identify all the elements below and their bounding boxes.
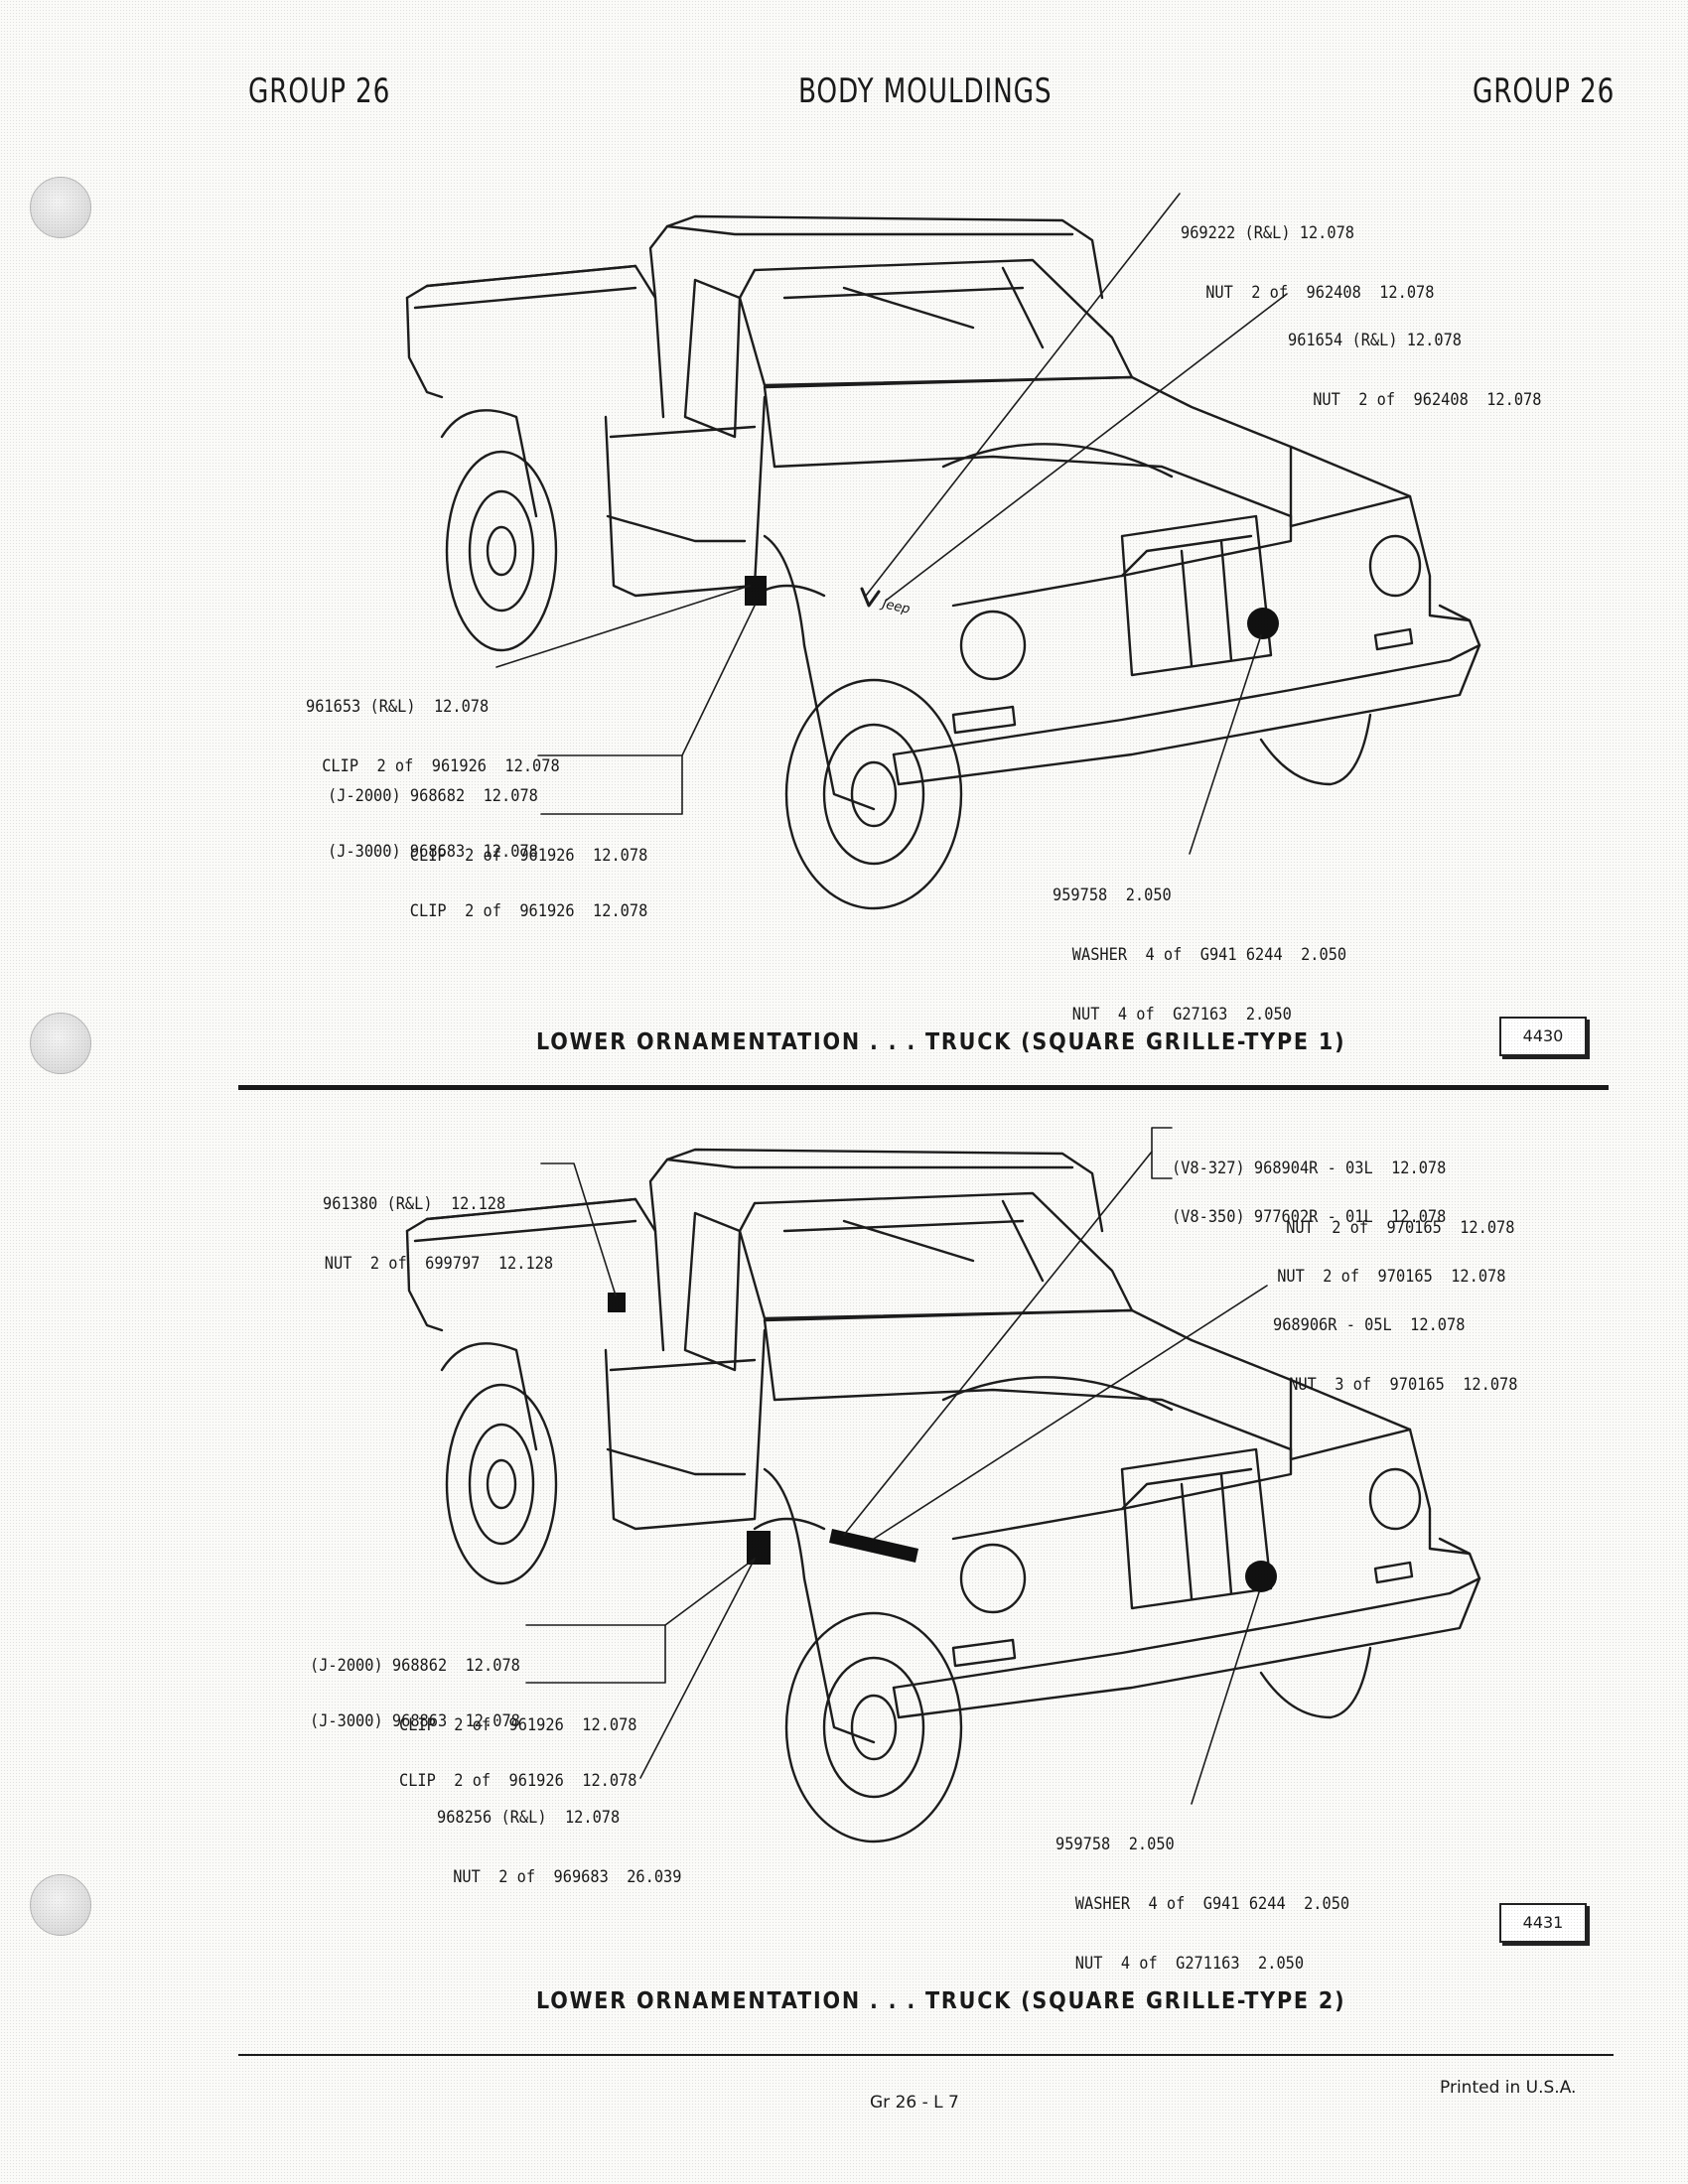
callout-961654: 961654 (R&L) 12.078 NUT 2 of 962408 12.0… xyxy=(1288,291,1541,430)
callout-977602R: (V8-350) 977602R - 01L 12.078 NUT 2 of 9… xyxy=(1172,1167,1505,1306)
callout-968862: (J-2000) 968862 12.078 CLIP 2 of 961926 … xyxy=(310,1616,636,1755)
callout-hardware: NUT 3 of 970165 12.078 xyxy=(1289,1375,1518,1395)
cowl-ornament xyxy=(747,1531,771,1565)
callout-hardware: NUT 2 of 962408 12.078 xyxy=(1205,283,1435,303)
callout-968682: (J-2000) 968682 12.078 CLIP 2 of 961926 … xyxy=(328,747,647,886)
callout-hardware: NUT 2 of 970165 12.078 xyxy=(1286,1218,1515,1238)
figure-ref-4430: 4430 xyxy=(1499,1017,1587,1056)
callout-961380: 961380 (R&L) 12.128 NUT 2 of 699797 12.1… xyxy=(323,1155,553,1294)
callout-part: (V8-350) 977602R - 01L 12.078 xyxy=(1172,1207,1447,1227)
binder-hole-top xyxy=(30,177,91,238)
callout-hardware: WASHER 4 of G941 6244 2.050 xyxy=(1071,945,1347,965)
cab-pillar-ornament xyxy=(608,1293,626,1312)
leader-lines-1 xyxy=(495,193,1288,855)
callout-hardware: NUT 2 of 970165 12.078 xyxy=(1277,1267,1506,1287)
printed-notice: Printed in U.S.A. xyxy=(1440,2078,1577,2098)
callout-hardware: CLIP 2 of 961926 12.078 xyxy=(399,1715,637,1735)
callout-961653: 961653 (R&L) 12.078 CLIP 2 of 961926 12.… xyxy=(306,657,560,796)
callout-part: 961654 (R&L) 12.078 xyxy=(1288,331,1463,350)
callout-part: (J-2000) 968682 12.078 xyxy=(328,786,538,806)
binder-hole-middle xyxy=(30,1013,91,1074)
callout-part: 968256 (R&L) 12.078 xyxy=(437,1808,621,1828)
figure-caption-type-2: LOWER ORNAMENTATION . . . TRUCK (SQUARE … xyxy=(536,1988,1346,2014)
callout-968904R: (V8-327) 968904R - 03L 12.078 NUT 2 of 9… xyxy=(1172,1119,1514,1258)
callout-hardware: CLIP 2 of 961926 12.078 xyxy=(322,756,560,776)
callout-hardware: NUT 2 of 962408 12.078 xyxy=(1313,390,1542,410)
section-divider xyxy=(238,1085,1609,1090)
callout-969222: 969222 (R&L) 12.078 NUT 2 of 962408 12.0… xyxy=(1181,184,1434,323)
leader-lines-2 xyxy=(525,1127,1268,1805)
callout-hardware: CLIP 2 of 961926 12.078 xyxy=(409,901,648,921)
callout-hardware: CLIP 2 of 961926 12.078 xyxy=(409,846,648,866)
callout-hardware: NUT 2 of 969683 26.039 xyxy=(453,1867,682,1887)
cowl-ornament xyxy=(745,576,767,606)
callout-968683: (J-3000) 968683 12.078 CLIP 2 of 961926 … xyxy=(328,802,647,941)
group-label-left: GROUP 26 xyxy=(248,71,391,111)
figure-caption-type-1: LOWER ORNAMENTATION . . . TRUCK (SQUARE … xyxy=(536,1029,1346,1055)
callout-hardware: NUT 4 of G27163 2.050 xyxy=(1071,1005,1292,1024)
figure-ref-4431: 4431 xyxy=(1499,1903,1587,1943)
callout-968863: (J-3000) 968863 12.078 CLIP 2 of 961926 … xyxy=(310,1672,636,1811)
grille-emblem xyxy=(1247,608,1279,639)
jeep-nameplate-text: Jeep xyxy=(878,597,912,617)
jeep-nameplate xyxy=(860,587,881,608)
group-label-right: GROUP 26 xyxy=(1473,71,1616,111)
callout-hardware: NUT 4 of G271163 2.050 xyxy=(1074,1954,1305,1974)
callout-hardware: WASHER 4 of G941 6244 2.050 xyxy=(1074,1894,1350,1914)
footer-divider xyxy=(238,2054,1614,2056)
callout-part: 968906R - 05L 12.078 xyxy=(1273,1315,1466,1335)
binder-hole-bottom xyxy=(30,1874,91,1936)
hood-side-nameplate xyxy=(829,1529,918,1563)
callout-part: (V8-327) 968904R - 03L 12.078 xyxy=(1172,1159,1447,1178)
grille-emblem xyxy=(1245,1561,1277,1592)
callout-part: 959758 2.050 xyxy=(1053,886,1172,905)
callout-part: 961380 (R&L) 12.128 xyxy=(323,1194,506,1214)
callout-part: (J-3000) 968863 12.078 xyxy=(310,1711,520,1731)
callout-part: 969222 (R&L) 12.078 xyxy=(1181,223,1355,243)
callout-part: (J-2000) 968862 12.078 xyxy=(310,1656,520,1676)
truck-illustration-type-1: Jeep xyxy=(405,193,1481,910)
callout-part: 959758 2.050 xyxy=(1055,1835,1175,1854)
callout-part: 961653 (R&L) 12.078 xyxy=(306,697,490,717)
callout-968256: 968256 (R&L) 12.078 NUT 2 of 969683 26.0… xyxy=(437,1768,681,1907)
callout-part: (J-3000) 968683 12.078 xyxy=(328,842,538,862)
page-title: BODY MOULDINGS xyxy=(798,71,1053,111)
truck-illustration-type-2 xyxy=(405,1127,1481,1843)
callout-hardware: NUT 2 of 699797 12.128 xyxy=(324,1254,554,1274)
callout-968906R: 968906R - 05L 12.078 NUT 3 of 970165 12.… xyxy=(1273,1276,1517,1415)
page-number: Gr 26 - L 7 xyxy=(870,2093,959,2113)
truck-body-outline xyxy=(405,1148,1481,1843)
callout-959758: 959758 2.050 WASHER 4 of G941 6244 2.050… xyxy=(1053,846,1346,1044)
truck-body-outline xyxy=(405,214,1481,910)
callout-hardware: CLIP 2 of 961926 12.078 xyxy=(399,1771,637,1791)
callout-959758-type2: 959758 2.050 WASHER 4 of G941 6244 2.050… xyxy=(1055,1795,1349,1993)
